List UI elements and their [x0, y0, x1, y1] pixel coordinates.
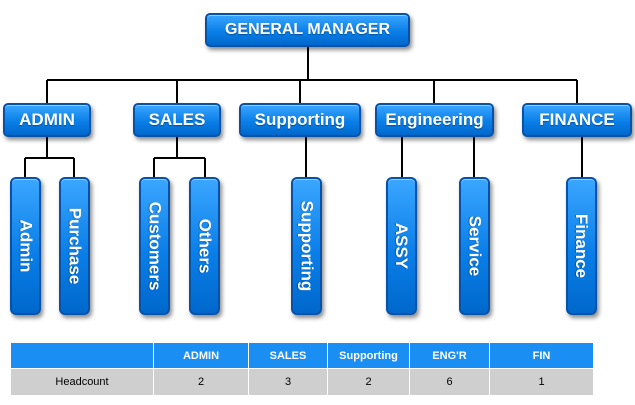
department-finance-label: FINANCE [539, 110, 615, 129]
department-admin-label: ADMIN [19, 110, 75, 129]
department-sales-box: SALES [133, 103, 221, 137]
table-header-cell: ADMIN [153, 342, 249, 369]
table-cell: 3 [248, 368, 328, 396]
department-sales-label: SALES [148, 110, 206, 129]
subunit-supporting-label: Supporting [297, 200, 317, 292]
subunit-assy-box: ASSY [386, 177, 417, 315]
table-cell: 2 [327, 368, 410, 396]
subunit-others-label: Others [195, 218, 215, 274]
general-manager-box: GENERAL MANAGER [205, 13, 410, 47]
subunit-assy-label: ASSY [392, 222, 412, 270]
table-header-cell: Supporting [327, 342, 410, 369]
table-header-cell: ENG'R [409, 342, 490, 369]
table-cell: 2 [153, 368, 249, 396]
subunit-purchase-label: Purchase [65, 207, 85, 285]
department-supporting-label: Supporting [254, 110, 346, 129]
headcount-row-label: Headcount [10, 368, 154, 396]
headcount-table-header-row: ADMIN SALES Supporting ENG'R FIN [10, 342, 594, 369]
subunit-service-label: Service [465, 215, 485, 277]
table-cell: 6 [409, 368, 490, 396]
department-engineering-label: Engineering [385, 110, 484, 129]
table-header-cell: FIN [489, 342, 594, 369]
headcount-table: ADMIN SALES Supporting ENG'R FIN Headcou… [10, 342, 594, 396]
department-supporting-box: Supporting [239, 103, 361, 137]
subunit-finance-box: Finance [566, 177, 597, 315]
subunit-admin-box: Admin [10, 177, 41, 315]
general-manager-label: GENERAL MANAGER [224, 21, 391, 38]
subunit-others-box: Others [189, 177, 220, 315]
department-finance-box: FINANCE [522, 103, 632, 137]
subunit-admin-label: Admin [16, 219, 36, 273]
subunit-customers-label: Customers [145, 201, 165, 291]
department-admin-box: ADMIN [3, 103, 91, 137]
table-row: Headcount 2 3 2 6 1 [10, 368, 594, 396]
subunit-finance-label: Finance [572, 213, 592, 279]
department-engineering-box: Engineering [375, 103, 494, 137]
subunit-supporting-box: Supporting [291, 177, 322, 315]
subunit-purchase-box: Purchase [59, 177, 90, 315]
table-cell: 1 [489, 368, 594, 396]
table-header-cell: SALES [248, 342, 328, 369]
table-header-cell [10, 342, 154, 369]
subunit-customers-box: Customers [139, 177, 170, 315]
subunit-service-box: Service [459, 177, 490, 315]
